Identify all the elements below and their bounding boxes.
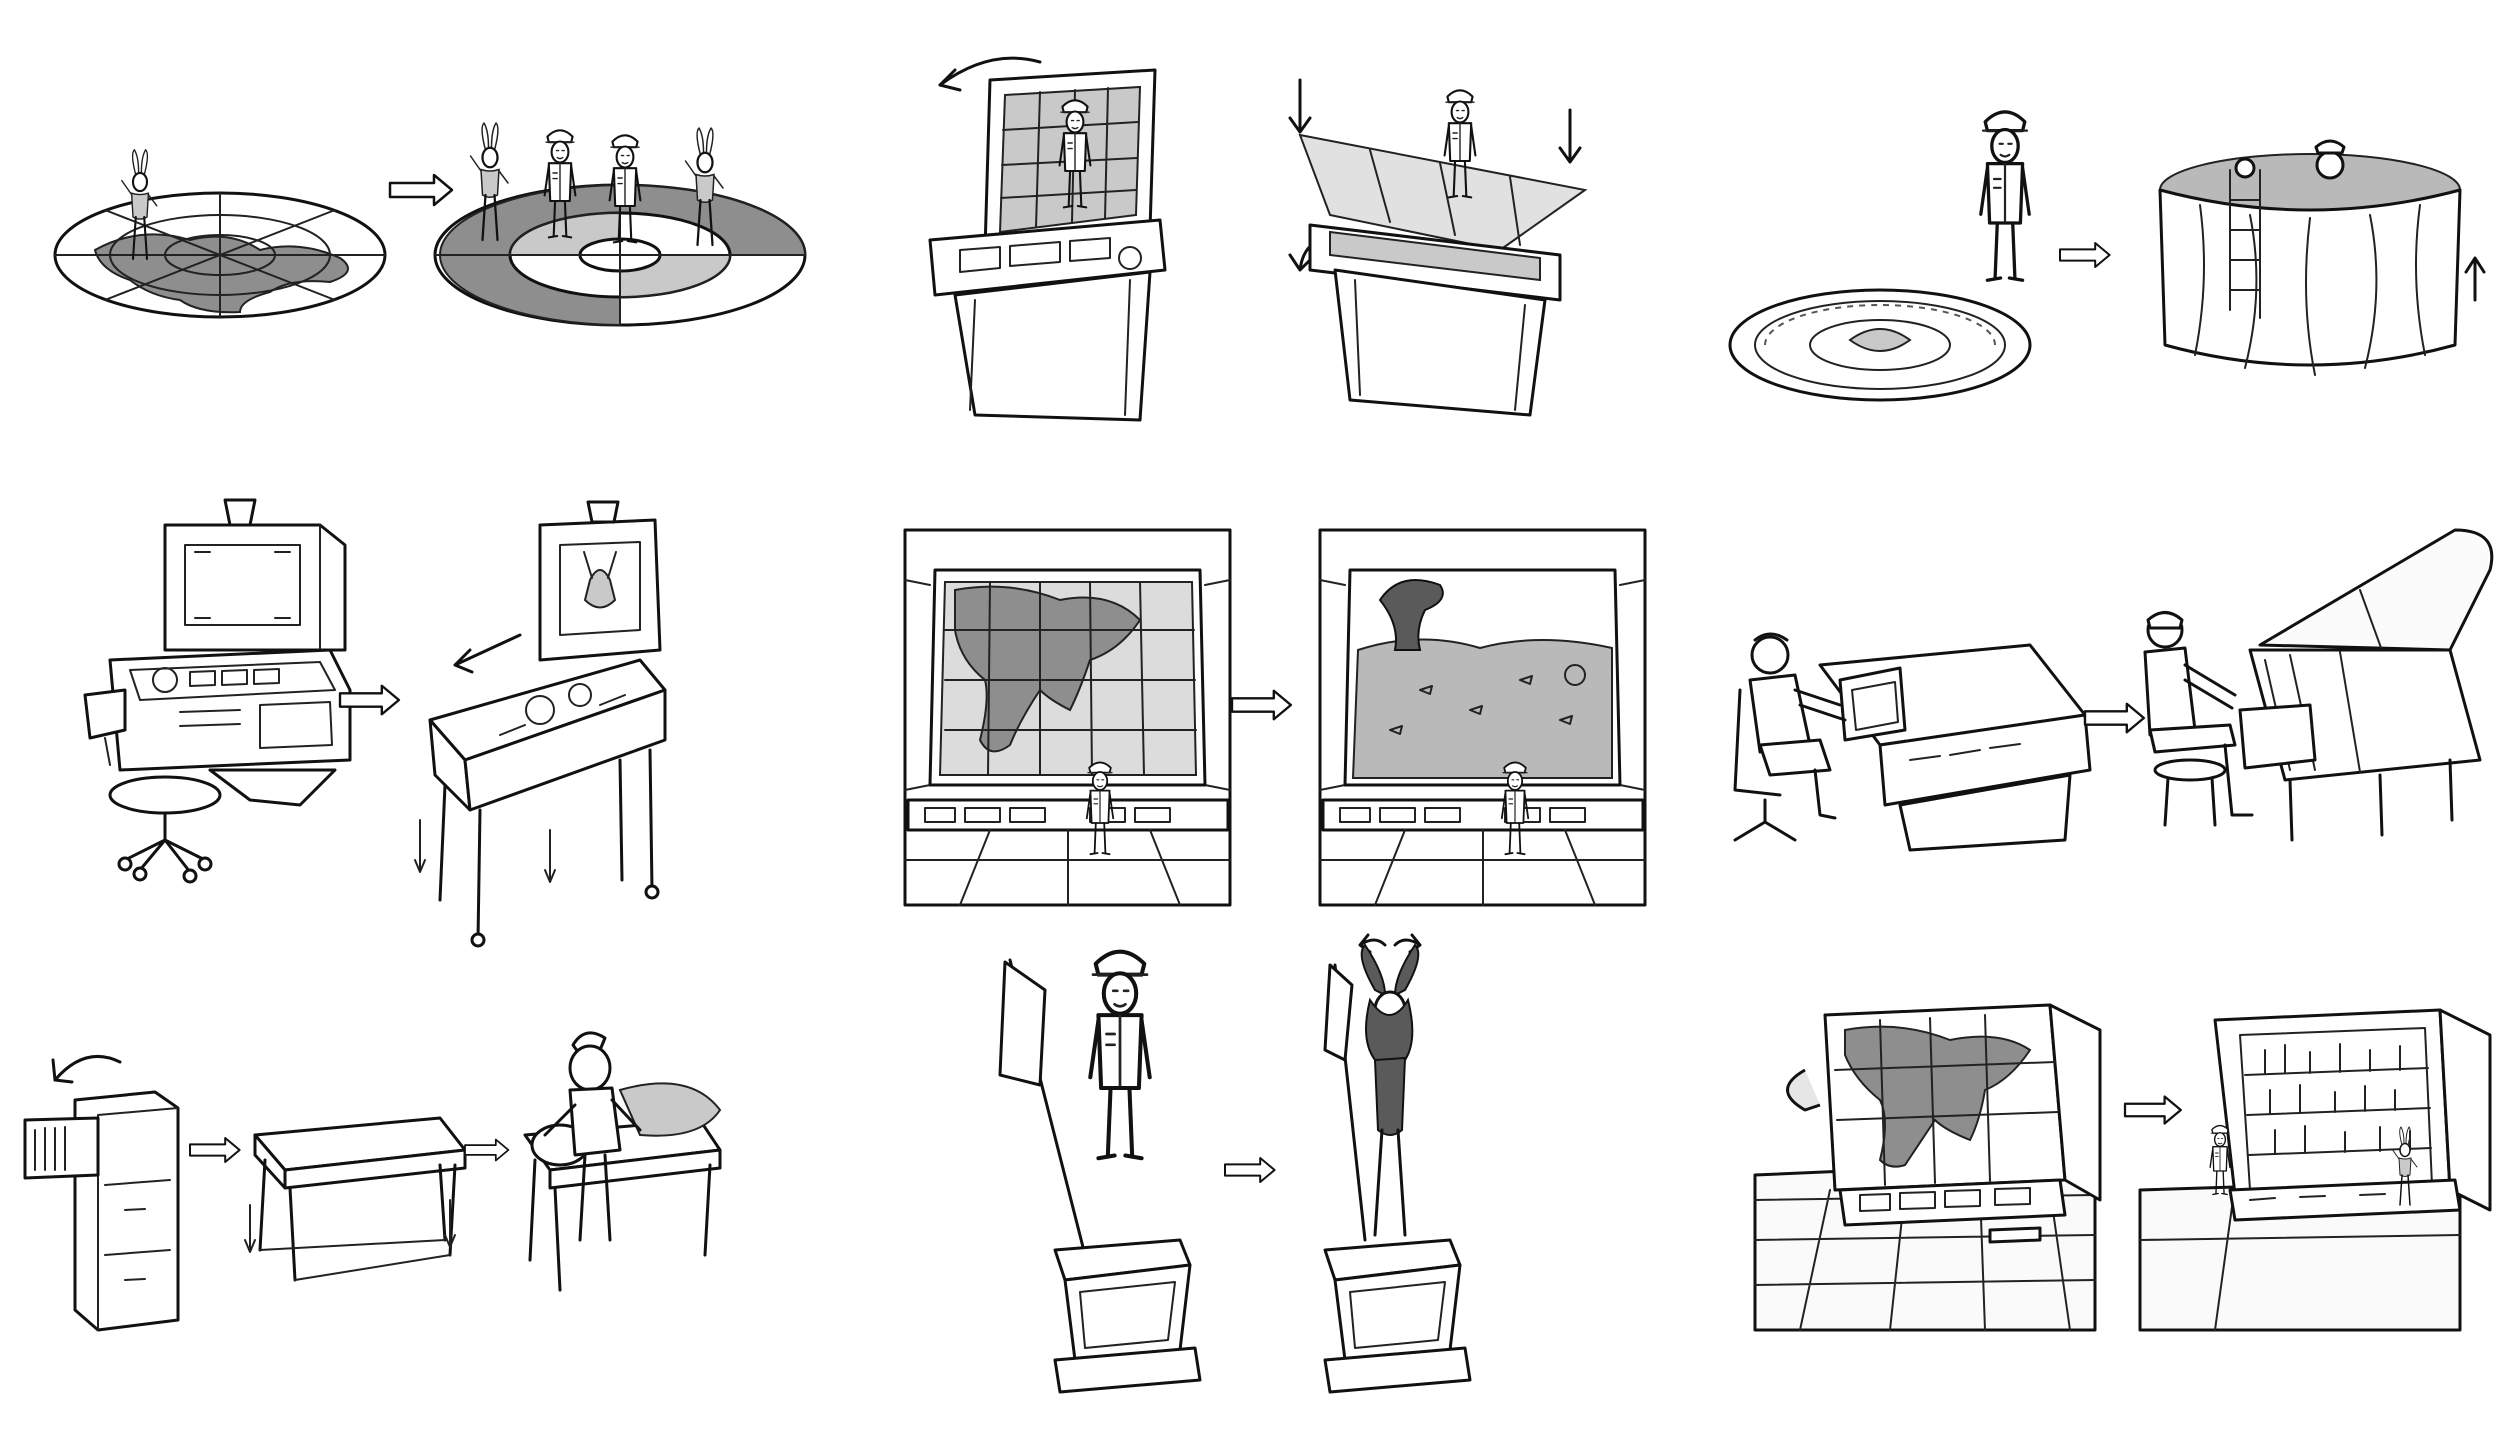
massage-table-with-nurse xyxy=(523,1031,722,1292)
control-desk-with-chair xyxy=(83,498,352,884)
panel-big-board xyxy=(903,528,1647,907)
transform-arrow xyxy=(2123,1095,2182,1125)
radar-console-operator xyxy=(1733,632,2092,852)
massage-table xyxy=(244,1116,467,1282)
transform-arrow xyxy=(388,173,454,207)
transform-arrow xyxy=(188,1136,241,1164)
panel-war-room-console xyxy=(928,56,1588,422)
filing-cabinet xyxy=(23,1054,180,1332)
map-display-console xyxy=(928,56,1167,422)
transform-arrow xyxy=(2058,241,2111,269)
tilted-glass-console xyxy=(1288,78,1588,417)
dancing-bunnies-floor xyxy=(433,121,807,327)
panel-presidential-seal xyxy=(1728,110,2486,402)
wooden-hot-tub xyxy=(2158,139,2486,376)
panel-world-map-floor xyxy=(53,121,807,327)
transform-arrow xyxy=(1223,1156,1276,1184)
panel-control-desk xyxy=(83,498,667,948)
big-board-map xyxy=(903,528,1232,907)
big-board-aquarium xyxy=(1318,528,1647,907)
liquor-bar-shelves xyxy=(2138,1008,2492,1332)
bunny-pinball-machine xyxy=(414,500,667,948)
panel-radar-operator xyxy=(1733,528,2494,852)
bunny-girl-statue xyxy=(1323,933,1472,1394)
panel-map-wall-bar xyxy=(1753,1003,2492,1332)
panel-filing-cabinet xyxy=(23,1031,722,1332)
grand-piano-player xyxy=(2143,528,2494,842)
transform-arrow xyxy=(2083,702,2146,734)
map-wall-panel xyxy=(1753,1003,2102,1332)
presidential-seal-floor xyxy=(1728,110,2032,402)
general-statue-with-flag xyxy=(998,952,1202,1394)
transform-arrow xyxy=(464,1138,510,1162)
rotate-arrow xyxy=(938,56,1042,87)
transform-arrow xyxy=(1230,689,1293,721)
panel-general-statue xyxy=(998,933,1472,1394)
world-map-floor xyxy=(53,148,387,319)
